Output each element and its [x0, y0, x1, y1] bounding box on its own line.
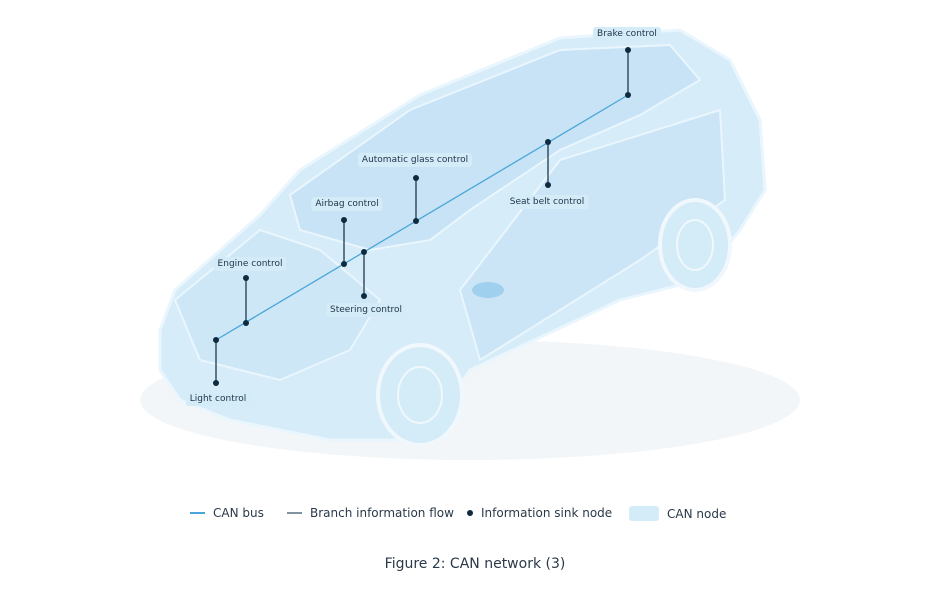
bus-node-steering — [361, 249, 367, 255]
can-bus-line — [215, 94, 629, 341]
can-bus-swatch — [190, 512, 205, 514]
node-label-light: Light control — [185, 392, 251, 406]
bus-node-brake — [625, 92, 631, 98]
legend: CAN bus Branch information flow Informat… — [0, 506, 950, 522]
bus-node-glass — [413, 218, 419, 224]
car-door — [458, 108, 727, 362]
branch-swatch — [287, 512, 302, 514]
car-roof — [288, 43, 702, 252]
legend-label: CAN node — [667, 506, 727, 521]
legend-label: CAN bus — [213, 506, 264, 520]
sink-node-seatbelt — [545, 182, 551, 188]
node-label-glass: Automatic glass control — [357, 153, 473, 167]
rear-wheel — [658, 198, 732, 292]
legend-sink: Information sink node — [467, 506, 612, 520]
sink-node-engine — [243, 275, 249, 281]
sink-node-glass — [413, 175, 419, 181]
legend-label: Information sink node — [481, 506, 613, 520]
legend-can-node: CAN node — [629, 506, 726, 521]
legend-can-bus: CAN bus — [190, 506, 264, 520]
node-label-engine: Engine control — [213, 257, 287, 271]
legend-label: Branch information flow — [310, 506, 454, 520]
node-label-steering: Steering control — [326, 303, 406, 317]
bus-node-engine — [243, 320, 249, 326]
bus-node-airbag — [341, 261, 347, 267]
bus-node-seatbelt — [545, 139, 551, 145]
sink-node-light — [213, 380, 219, 386]
node-label-airbag: Airbag control — [311, 197, 383, 211]
sink-dot-icon — [467, 510, 473, 516]
sink-node-steering — [361, 293, 367, 299]
node-label-brake: Brake control — [593, 27, 661, 41]
front-wheel — [376, 343, 464, 447]
sink-node-airbag — [341, 217, 347, 223]
can-node-swatch — [629, 506, 659, 521]
sink-node-brake — [625, 47, 631, 53]
node-label-seatbelt: Seat belt control — [505, 195, 589, 209]
figure-caption: Figure 2: CAN network (3) — [384, 556, 566, 572]
mirror-shadow — [472, 282, 504, 298]
legend-branch: Branch information flow — [287, 506, 454, 520]
bus-node-light — [213, 337, 219, 343]
